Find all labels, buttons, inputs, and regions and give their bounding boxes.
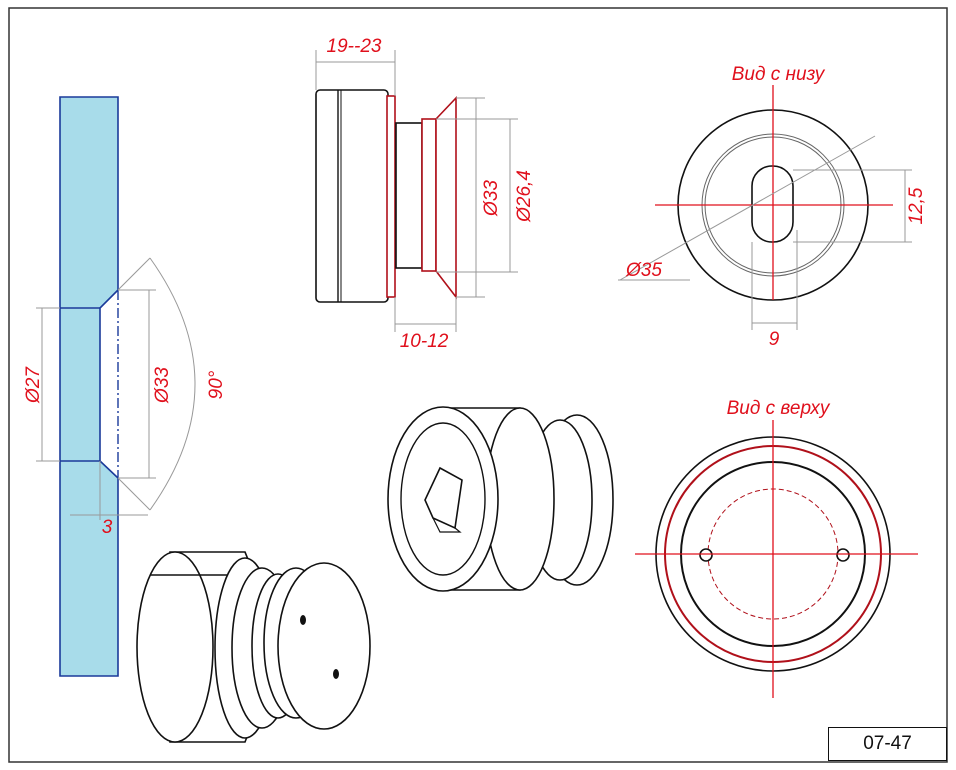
glass-section [36, 96, 196, 677]
dim-slot-length: 12,5 [906, 187, 927, 224]
drawing-number: 07-47 [863, 733, 912, 754]
dim-countersink-angle: 90° [206, 370, 227, 399]
isometric-view-socket [387, 406, 614, 592]
dim-glass-thickness: 10-12 [400, 331, 449, 352]
dim-hole-inner: Ø27 [23, 366, 44, 404]
side-view [315, 50, 518, 332]
dim-length-range: 19--23 [327, 36, 382, 57]
dim-countersink-depth: 3 [102, 517, 113, 538]
bottom-view-title: Вид с низу [732, 64, 826, 85]
top-view-title: Вид с верху [727, 398, 831, 419]
dim-bottom-dia: Ø35 [625, 260, 662, 281]
dim-hole-outer: Ø33 [152, 367, 173, 404]
dim-side-inner: Ø26,4 [514, 170, 535, 223]
isometric-view-cap [136, 551, 371, 743]
bottom-view [618, 85, 912, 330]
drawing-number-box: 07-47 [828, 727, 947, 761]
drawing-frame [8, 7, 948, 763]
dim-side-outer: Ø33 [481, 180, 502, 217]
top-view [635, 420, 918, 698]
dim-slot-width: 9 [769, 329, 780, 350]
